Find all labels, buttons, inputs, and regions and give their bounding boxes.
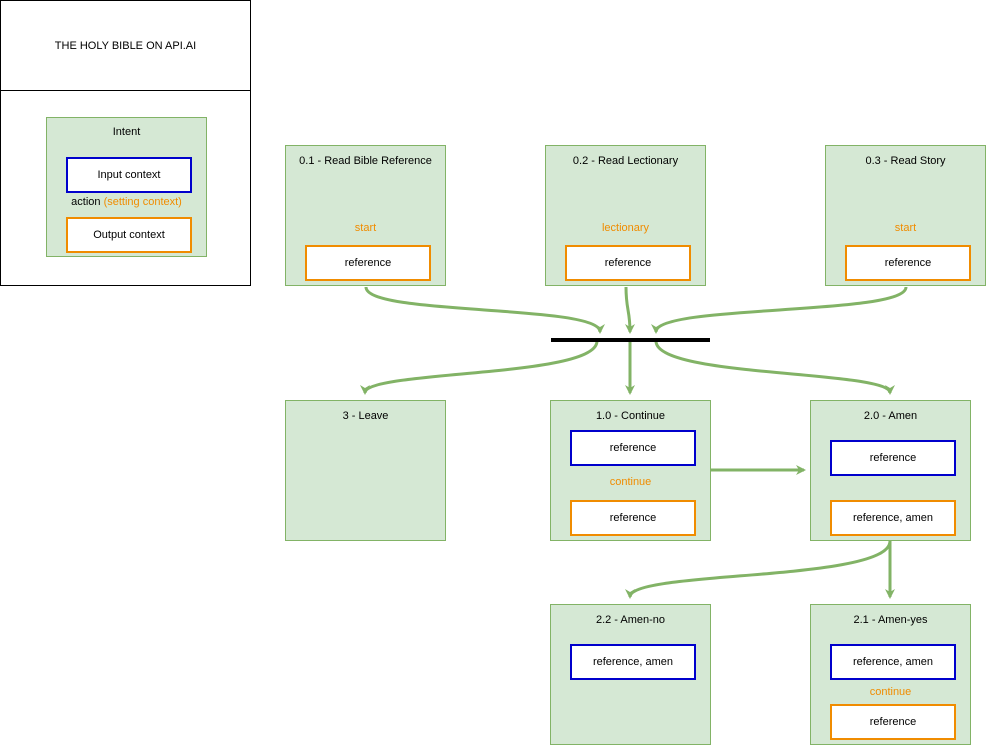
node-action: continue — [869, 686, 912, 698]
edge-0.2-to-sync — [624, 286, 635, 334]
output-context: reference — [830, 704, 956, 740]
node-title: 0.3 - Read Story — [865, 155, 946, 167]
legend-action-paren: (setting context) — [103, 196, 182, 208]
node-title: 0.2 - Read Lectionary — [572, 155, 679, 167]
input-context: reference, amen — [570, 644, 696, 680]
node-amen-yes: 2.1 - Amen-yes reference, amen continue … — [810, 604, 971, 745]
node-action: lectionary — [601, 222, 650, 234]
node-action: start — [894, 222, 917, 234]
node-leave: 3 - Leave — [285, 400, 446, 541]
node-amen: 2.0 - Amen reference reference, amen — [810, 400, 971, 541]
node-title: 0.1 - Read Bible Reference — [299, 155, 432, 167]
output-context-label: reference — [604, 257, 652, 269]
edge-0.3-to-sync — [651, 286, 908, 334]
input-context-label: reference — [609, 442, 657, 454]
node-title: 2.1 - Amen-yes — [853, 614, 928, 626]
legend-title-box: THE HOLY BIBLE ON API.AI — [0, 0, 251, 91]
node-read-story: 0.3 - Read Story start reference — [825, 145, 986, 286]
edge-sync-to-leave — [360, 340, 599, 395]
node-read-lectionary: 0.2 - Read Lectionary lectionary referen… — [545, 145, 706, 286]
output-context-label: reference — [609, 512, 657, 524]
input-context-label: reference — [869, 452, 917, 464]
node-continue: 1.0 - Continue reference continue refere… — [550, 400, 711, 541]
input-context-label: reference, amen — [592, 656, 674, 668]
output-context-label: reference — [869, 716, 917, 728]
input-context-label: reference, amen — [852, 656, 934, 668]
node-action: continue — [609, 476, 652, 488]
node-read-bible-reference: 0.1 - Read Bible Reference start referen… — [285, 145, 446, 286]
legend-output-context: Output context — [66, 217, 192, 253]
legend-input-context: Input context — [66, 157, 192, 193]
output-context: reference — [305, 245, 431, 281]
output-context: reference, amen — [830, 500, 956, 536]
node-title: 2.2 - Amen-no — [595, 614, 666, 626]
node-amen-no: 2.2 - Amen-no reference, amen — [550, 604, 711, 745]
output-context-label: reference, amen — [852, 512, 934, 524]
output-context: reference — [565, 245, 691, 281]
legend-intent-node: Intent Input context action (setting con… — [46, 117, 207, 257]
input-context: reference — [830, 440, 956, 476]
output-context: reference — [845, 245, 971, 281]
legend-intent-label: Intent — [112, 126, 141, 138]
edge-0.1-to-sync — [364, 286, 605, 334]
output-context-label: reference — [344, 257, 392, 269]
output-context-label: reference — [884, 257, 932, 269]
node-action: start — [354, 222, 377, 234]
input-context: reference, amen — [830, 644, 956, 680]
edge-sync-to-amen — [654, 340, 895, 395]
legend-box: Intent Input context action (setting con… — [0, 90, 251, 286]
node-title: 3 - Leave — [342, 410, 389, 422]
diagram-title: THE HOLY BIBLE ON API.AI — [54, 39, 197, 52]
edge-amen-to-amen-no — [625, 540, 892, 599]
output-context: reference — [570, 500, 696, 536]
legend-output-context-label: Output context — [93, 229, 165, 241]
legend-action: action (setting context) — [47, 196, 206, 208]
node-title: 2.0 - Amen — [863, 410, 918, 422]
node-title: 1.0 - Continue — [595, 410, 666, 422]
legend-action-word: action — [71, 196, 101, 208]
legend-input-context-label: Input context — [97, 169, 161, 181]
input-context: reference — [570, 430, 696, 466]
